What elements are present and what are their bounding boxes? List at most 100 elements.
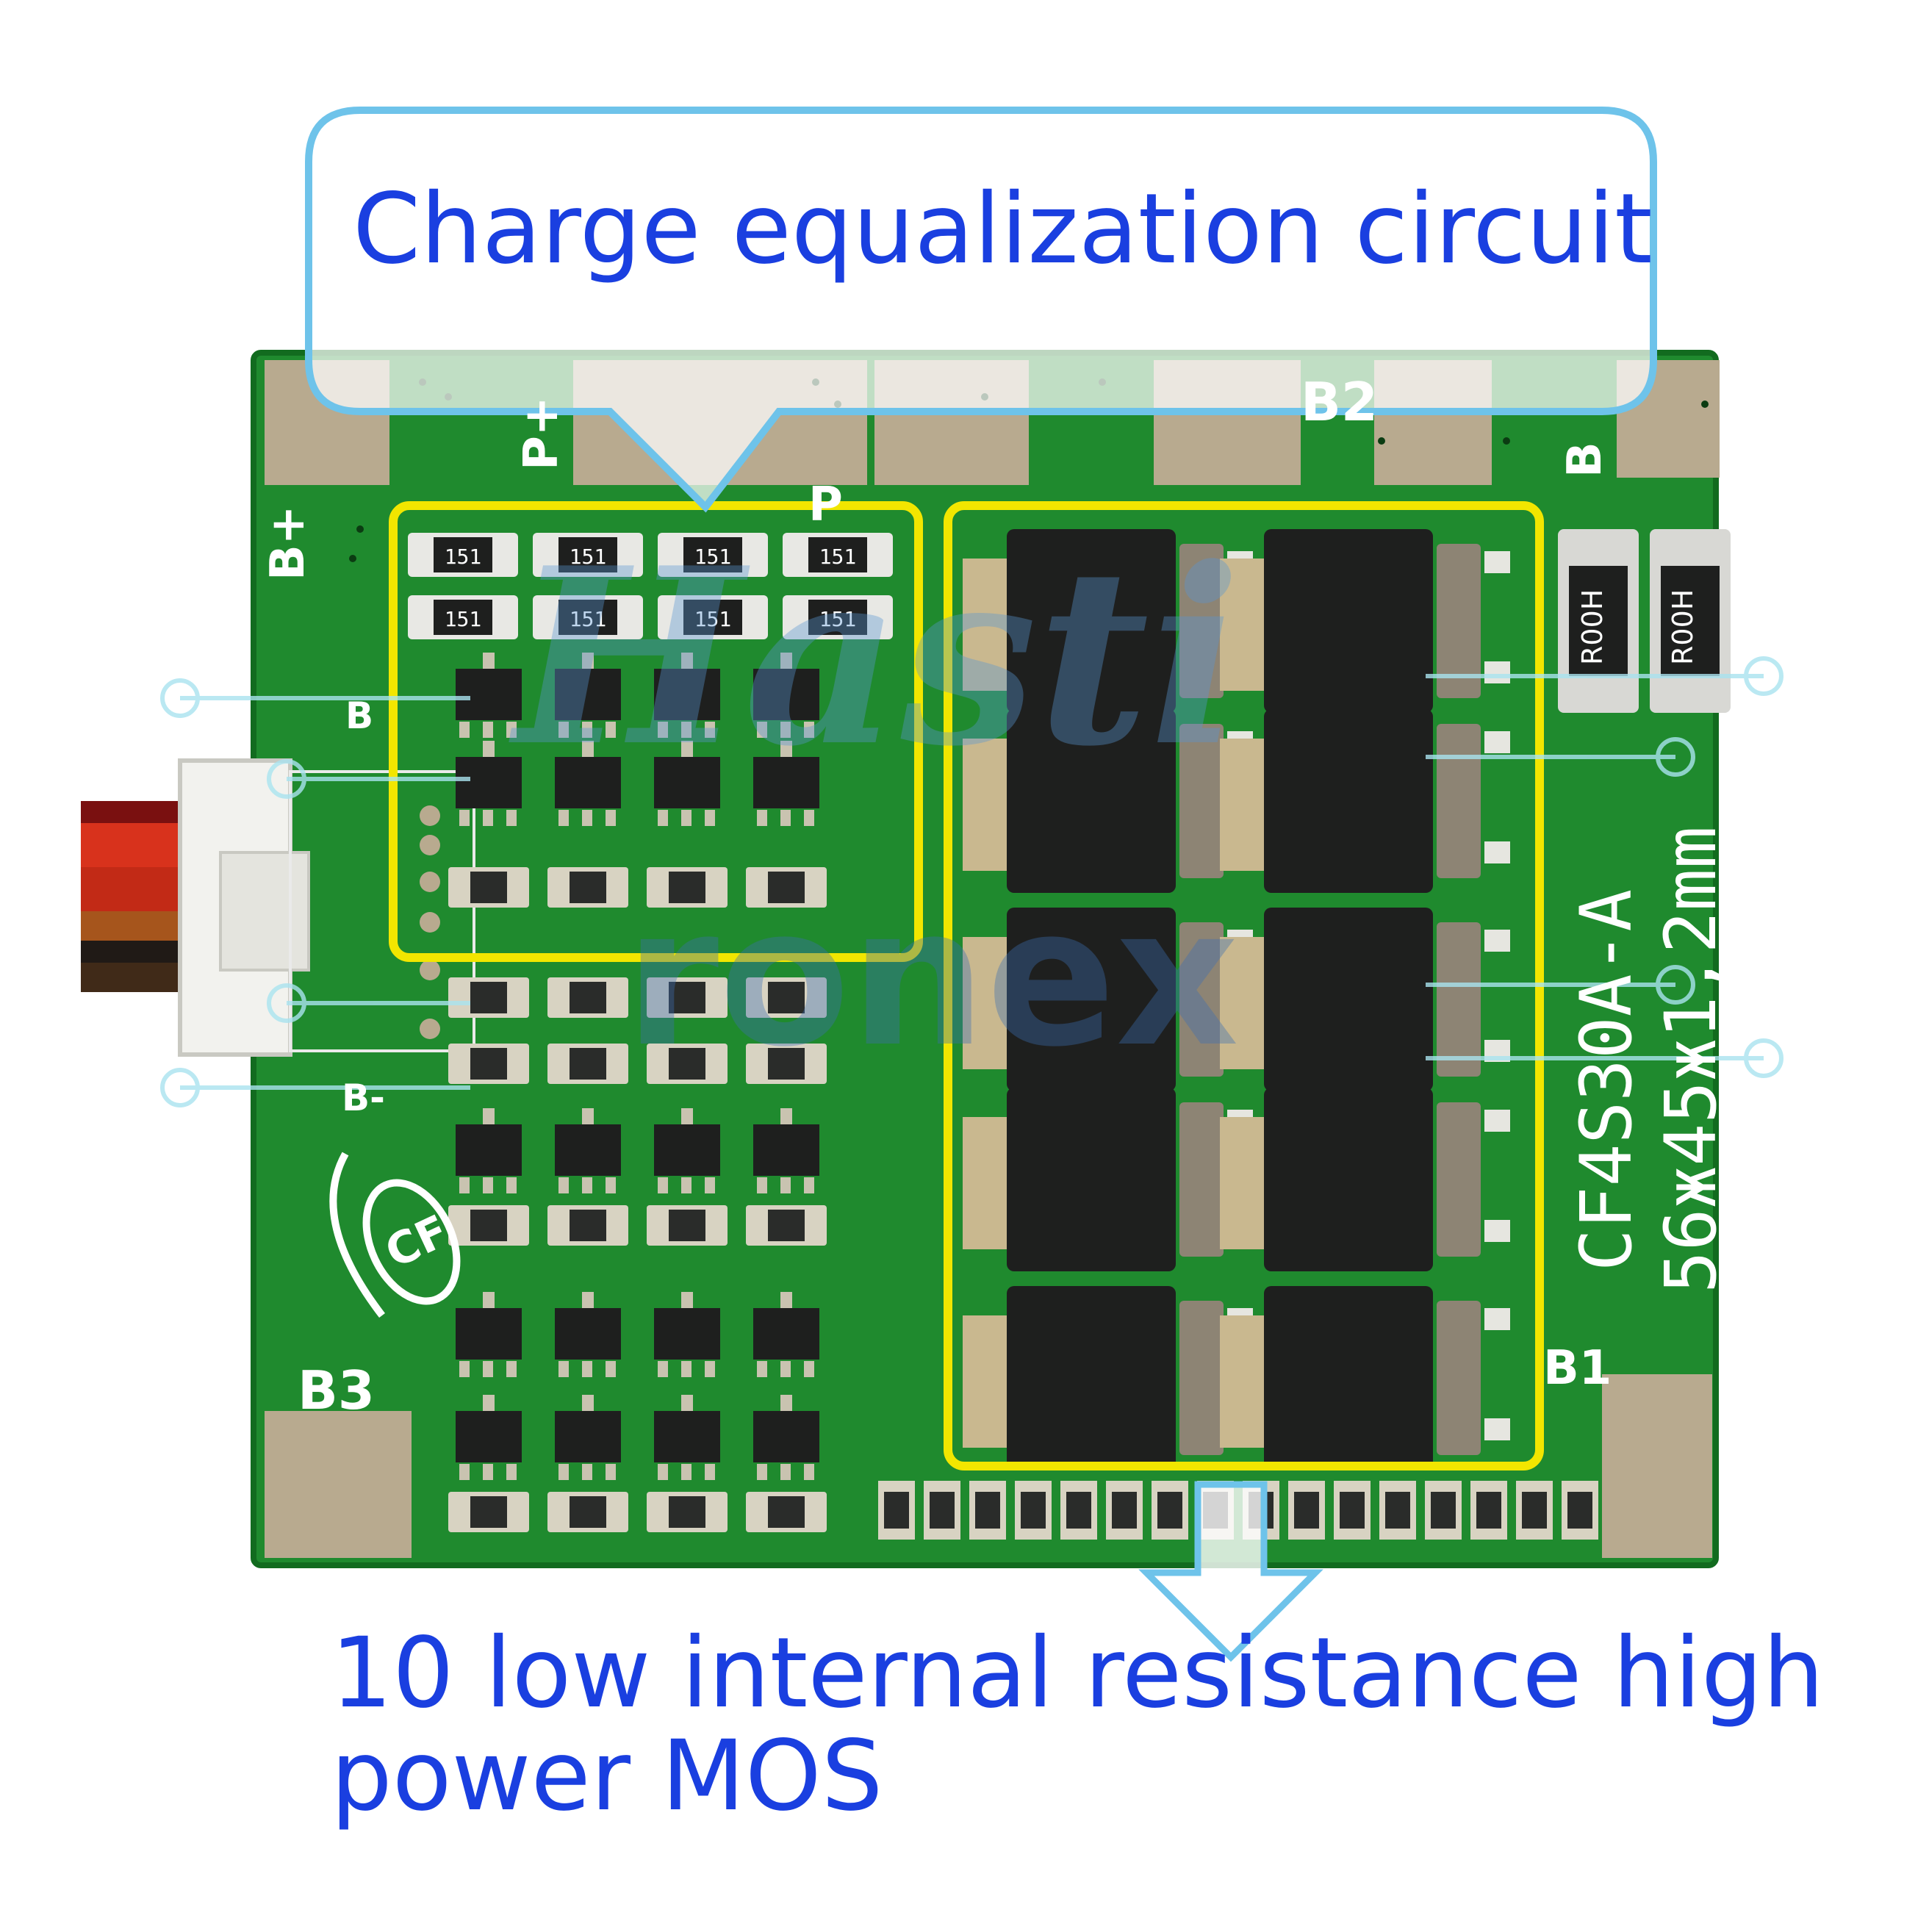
- small-ic: [456, 741, 522, 826]
- balance-resistors: 151 151 151 151 151 151 151 151: [408, 533, 893, 639]
- small-ic: [456, 1395, 522, 1480]
- small-ic: [654, 1395, 720, 1480]
- mosfet: [963, 1088, 1253, 1271]
- smd-capacitor: [647, 1492, 728, 1532]
- small-ic: [753, 1292, 819, 1377]
- smd-capacitor: [547, 867, 628, 908]
- smd-capacitor: [746, 977, 827, 1018]
- b3-pad: [265, 1411, 412, 1558]
- shunt-code-1: R00H: [1576, 589, 1609, 665]
- balance-highlight-box: [389, 501, 923, 962]
- smd-capacitor: [448, 977, 529, 1018]
- label-b-small: B: [345, 694, 374, 737]
- small-ic: [456, 1292, 522, 1377]
- watermark-line1: Hasti: [514, 514, 1242, 800]
- smd-capacitor: [746, 867, 827, 908]
- mosfet: [1220, 1286, 1510, 1470]
- connector-pins: [420, 805, 440, 1039]
- balance-resistor: 151: [533, 533, 643, 577]
- smd-capacitor: [547, 1492, 628, 1532]
- label-p-plus: P+: [514, 396, 569, 470]
- smd-capacitor: [448, 1044, 529, 1084]
- mosfet-array: [963, 529, 1510, 1470]
- bottom-smd-row: [878, 1481, 1598, 1540]
- label-b1: B1: [1543, 1341, 1612, 1396]
- label-b-plus: B+: [261, 505, 315, 581]
- mosfet: [1220, 908, 1510, 1091]
- mosfet: [963, 709, 1253, 893]
- bottom-smd-part: [1152, 1481, 1188, 1540]
- bottom-smd-part: [1015, 1481, 1052, 1540]
- bottom-smd-part: [1288, 1481, 1325, 1540]
- balance-resistor: 151: [408, 533, 518, 577]
- smd-capacitor: [448, 867, 529, 908]
- balance-resistor: 151: [658, 533, 768, 577]
- small-ic: [654, 741, 720, 826]
- smd-capacitor: [448, 1205, 529, 1246]
- bottom-smd-part: [1562, 1481, 1598, 1540]
- svg-text:151: 151: [694, 545, 732, 569]
- small-ic: [555, 653, 621, 738]
- svg-text:151: 151: [445, 607, 482, 631]
- small-ic: [654, 1108, 720, 1193]
- mosfet: [1220, 1088, 1510, 1271]
- wire-bundle: [81, 801, 191, 992]
- balance-resistor: 151: [783, 595, 893, 639]
- label-b-minus: B-: [342, 1077, 385, 1119]
- small-ic: [555, 1292, 621, 1377]
- balance-resistor: 151: [408, 595, 518, 639]
- bottom-smd-part: [1334, 1481, 1371, 1540]
- small-ic: [555, 741, 621, 826]
- svg-text:151: 151: [819, 607, 857, 631]
- svg-text:151: 151: [445, 545, 482, 569]
- label-p: P: [808, 478, 843, 532]
- smd-capacitor: [647, 1044, 728, 1084]
- watermark-line2: ronex: [625, 867, 1239, 1089]
- small-ic: [753, 741, 819, 826]
- smd-capacitor: [547, 1044, 628, 1084]
- small-ics: [448, 653, 827, 1532]
- small-ic: [753, 1395, 819, 1480]
- mosfet: [1220, 529, 1510, 713]
- smd-capacitor: [746, 1044, 827, 1084]
- smd-capacitor: [448, 1492, 529, 1532]
- smd-capacitor: [547, 1205, 628, 1246]
- shunt-code-2: R00H: [1667, 589, 1699, 665]
- cf-logo: [329, 1152, 461, 1318]
- mosfet: [963, 908, 1253, 1091]
- board-dimensions: 56ж45ж1,2mm: [1650, 826, 1732, 1293]
- svg-text:151: 151: [570, 607, 607, 631]
- smd-capacitor: [647, 867, 728, 908]
- watermark-circuit-lines: [160, 656, 1783, 1107]
- bottom-smd-part: [969, 1481, 1006, 1540]
- small-ic: [456, 653, 522, 738]
- svg-text:151: 151: [819, 545, 857, 569]
- bottom-smd-part: [1379, 1481, 1416, 1540]
- smd-capacitor: [746, 1492, 827, 1532]
- small-ic: [654, 1292, 720, 1377]
- b1-pad: [1602, 1374, 1712, 1558]
- bottom-smd-part: [1470, 1481, 1507, 1540]
- smd-capacitor: [647, 977, 728, 1018]
- balance-resistor: 151: [783, 533, 893, 577]
- label-b3: B3: [298, 1360, 375, 1421]
- svg-text:151: 151: [570, 545, 607, 569]
- down-arrow: [1138, 1481, 1323, 1662]
- bottom-smd-part: [1425, 1481, 1462, 1540]
- top-callout-text: Charge equalization circuit: [353, 173, 1653, 286]
- balance-resistor: 151: [658, 595, 768, 639]
- model-number: CF4S30A-A: [1565, 888, 1648, 1271]
- shunt-resistors: [1558, 529, 1731, 713]
- balance-connector: [178, 758, 475, 1057]
- top-callout-bubble: [305, 107, 1657, 513]
- balance-resistor: 151: [533, 595, 643, 639]
- smd-capacitor: [547, 977, 628, 1018]
- mosfet: [963, 1286, 1253, 1470]
- mosfet: [1220, 709, 1510, 893]
- bottom-callout-line2: power MOS: [331, 1720, 883, 1833]
- svg-text:151: 151: [694, 607, 732, 631]
- bottom-smd-part: [878, 1481, 915, 1540]
- small-ic: [456, 1108, 522, 1193]
